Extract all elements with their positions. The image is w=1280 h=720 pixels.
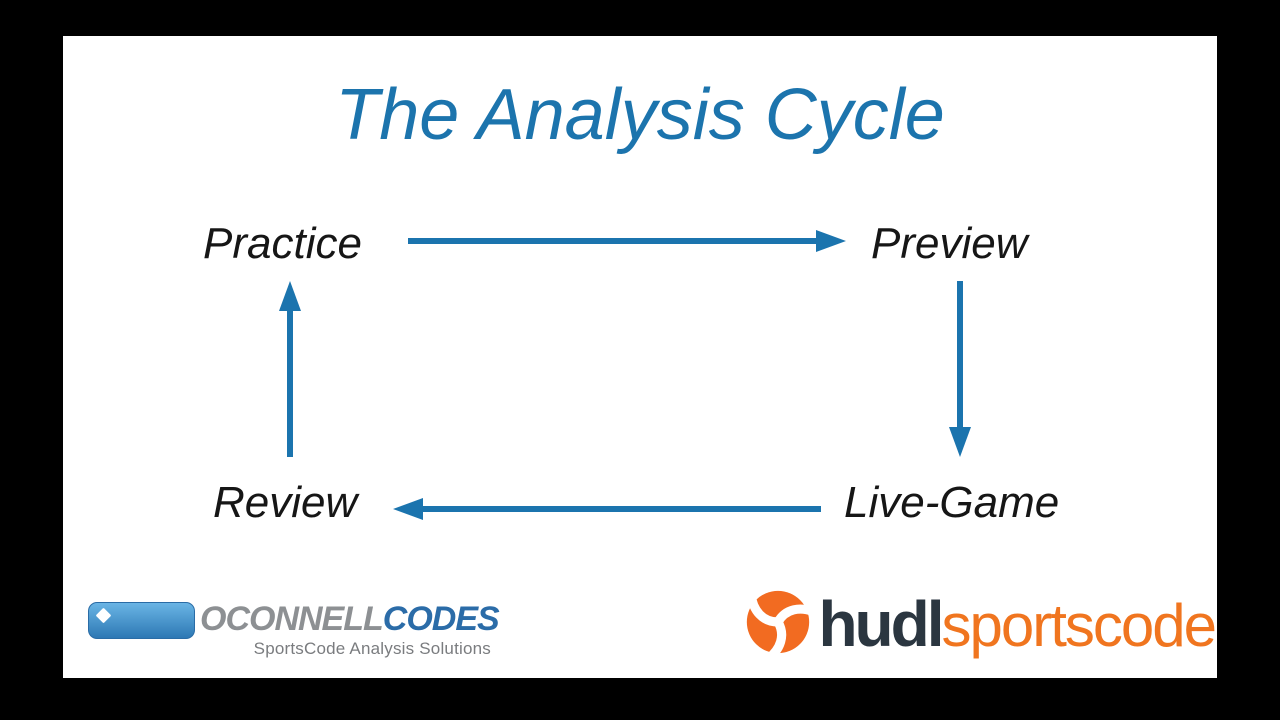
- arrow-review-to-practice-icon: [275, 281, 305, 457]
- arrow-preview-to-livegame-icon: [945, 281, 975, 457]
- arrow-practice-to-preview-icon: [408, 227, 848, 255]
- hudl-wordmark: hudlsportscode: [818, 592, 1217, 659]
- hudl-text: hudl: [818, 588, 944, 660]
- cycle-node-live-game: Live-Game: [844, 478, 1060, 527]
- cycle-node-review: Review: [213, 478, 358, 527]
- oconnellcodes-logo: OCONNELLCODES SportsCode Analysis Soluti…: [88, 599, 558, 661]
- slide-title: The Analysis Cycle: [335, 75, 945, 155]
- hudl-sportscode-logo: hudlsportscode: [745, 587, 1217, 664]
- diamond-icon: [95, 607, 112, 624]
- slide: The Analysis Cycle Practice Preview Live…: [63, 36, 1217, 678]
- oconnellcodes-tagline: SportsCode Analysis Solutions: [253, 639, 491, 658]
- oconnellcodes-badge-icon: [88, 602, 195, 639]
- oconnell-text: OCONNELL: [200, 600, 384, 638]
- sportscode-text: sportscode: [941, 592, 1217, 659]
- hudl-swirl-icon: [745, 589, 819, 664]
- arrow-livegame-to-review-icon: [393, 495, 823, 523]
- cycle-node-preview: Preview: [871, 219, 1028, 268]
- cycle-node-practice: Practice: [203, 219, 362, 268]
- oconnellcodes-wordmark: OCONNELLCODES: [200, 599, 500, 639]
- codes-text: CODES: [382, 600, 500, 638]
